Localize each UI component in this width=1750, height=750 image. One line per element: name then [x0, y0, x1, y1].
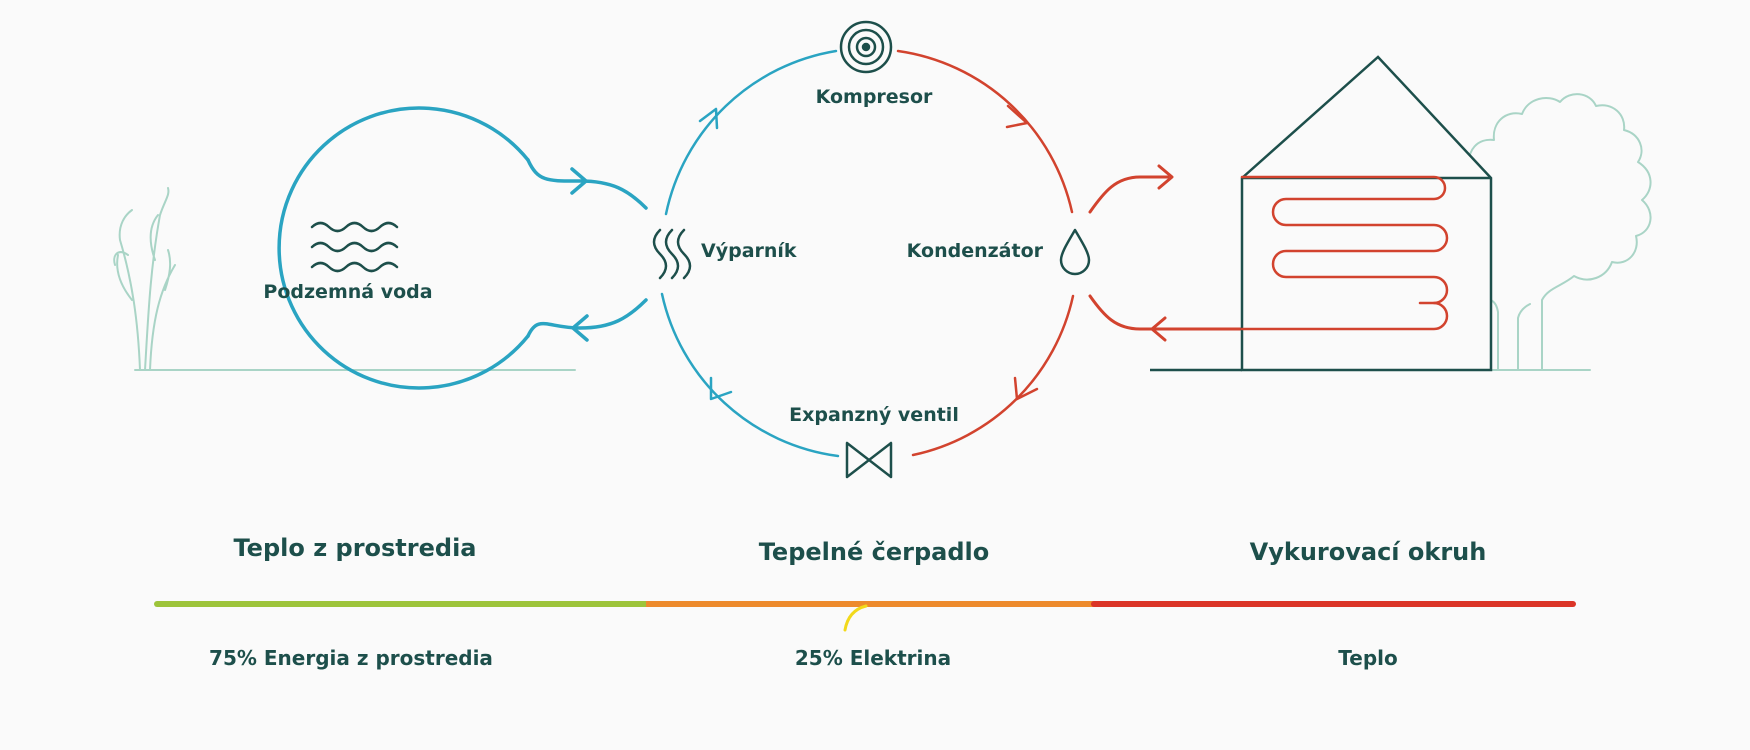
waves-icon: [310, 221, 399, 273]
bottom-label-environment: 75% Energia z prostredia: [209, 646, 493, 670]
droplet-icon: [1059, 228, 1091, 276]
compressor-label: Kompresor: [816, 86, 933, 108]
valve-icon: [845, 441, 893, 479]
refrigerant-circuit-hot: [896, 49, 1075, 457]
steam-icon: [652, 228, 692, 280]
evaporator-label: Výparník: [701, 240, 797, 262]
refrigerant-circuit-cold: [660, 49, 840, 458]
groundwater-label: Podzemná voda: [263, 281, 432, 303]
expansion-valve-label: Expanzný ventil: [789, 404, 959, 426]
groundwater-loop: [277, 106, 648, 390]
heating-supply-lines: [1088, 164, 1247, 342]
section-title-heating-circuit: Vykurovací okruh: [1250, 538, 1487, 566]
floor-heating-coil-return: [1240, 301, 1449, 331]
house-icon: [1150, 55, 1493, 372]
electricity-input-hook: [843, 604, 868, 632]
section-title-heat-pump: Tepelné čerpadlo: [759, 538, 989, 566]
condenser-label: Kondenzátor: [907, 240, 1044, 262]
plant-icon: [113, 187, 576, 371]
spiral-icon: [839, 20, 893, 74]
floor-heating-coil: [1240, 175, 1449, 305]
bottom-label-heat: Teplo: [1338, 646, 1397, 670]
bottom-label-electricity: 25% Elektrina: [795, 646, 951, 670]
section-title-environment: Teplo z prostredia: [233, 534, 476, 562]
